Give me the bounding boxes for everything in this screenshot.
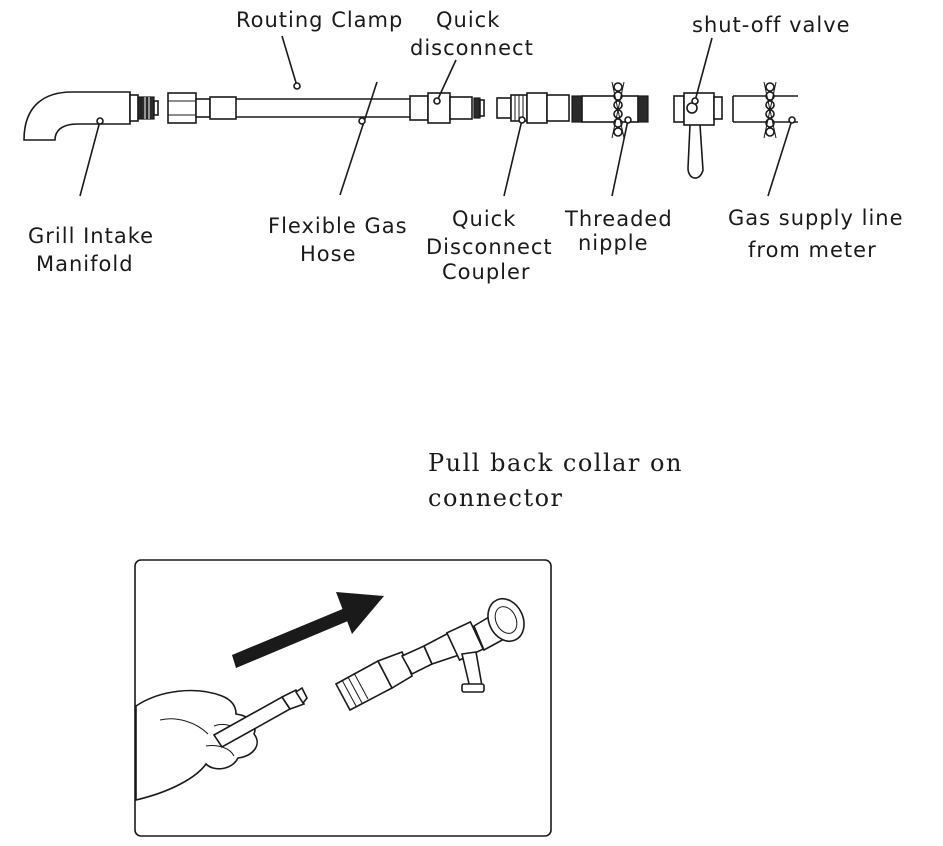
label-grill-intake-line2: Manifold	[36, 252, 134, 276]
instruction-line1: Pull back collar on	[428, 449, 683, 477]
shut-off-valve-part	[673, 92, 723, 179]
label-flexible-hose-line1: Flexible Gas	[268, 214, 408, 238]
label-gas-supply-line1: Gas supply line	[728, 206, 904, 230]
routing-clamp-chain-1	[611, 81, 625, 139]
leader-lines	[79, 35, 796, 197]
label-qd-coupler-line1: Quick	[452, 207, 516, 231]
male-plug-icon	[212, 686, 308, 749]
label-routing-clamp: Routing Clamp	[236, 8, 403, 32]
label-qd-coupler-line2: Disconnect	[426, 235, 553, 259]
label-grill-intake-line1: Grill Intake	[28, 224, 154, 248]
label-threaded-nipple-line1: Threaded	[564, 207, 673, 231]
instruction-text: Pull back collar on connector	[428, 449, 683, 512]
label-shut-off-valve: shut-off valve	[692, 13, 851, 37]
quick-disconnect-part	[409, 92, 485, 124]
label-threaded-nipple-line2: nipple	[578, 231, 649, 255]
label-quick-disconnect-line2: disconnect	[410, 36, 534, 60]
label-qd-coupler-line3: Coupler	[442, 260, 531, 284]
instruction-line2: connector	[428, 484, 564, 512]
quick-disconnect-coupler-part	[496, 92, 570, 124]
hose-fitting-part	[167, 92, 237, 124]
assembly-diagram: Routing Clamp Quick disconnect shut-off …	[23, 8, 904, 284]
coupler-valve-assembly-icon	[334, 598, 525, 712]
label-quick-disconnect-line1: Quick	[436, 8, 500, 32]
flexible-gas-hose-part	[236, 81, 410, 196]
hand-holding-plug-icon	[135, 686, 308, 802]
label-flexible-hose-line2: Hose	[300, 242, 357, 266]
routing-clamp-chain-2	[763, 81, 777, 139]
label-gas-supply-line2: from meter	[748, 238, 877, 262]
illustration-panel	[134, 559, 552, 837]
threaded-nipple-part	[571, 81, 649, 139]
gas-supply-line-part	[732, 81, 798, 139]
diagram-labels: Routing Clamp Quick disconnect shut-off …	[28, 8, 904, 284]
pull-direction-arrow-icon	[232, 592, 384, 668]
grill-intake-manifold-part	[23, 91, 159, 141]
